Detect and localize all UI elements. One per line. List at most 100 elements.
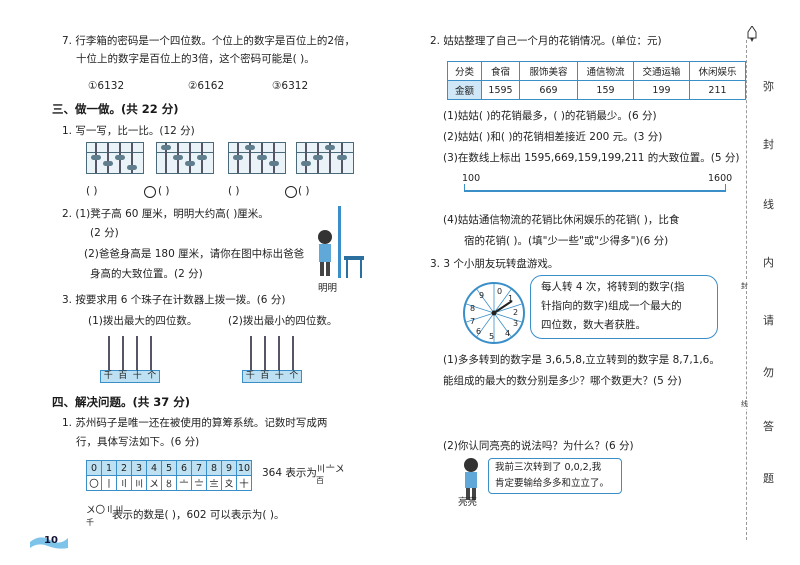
r-q3-p1b: 能组成的最大的数分别是多少？哪个数更大？(5 分): [443, 375, 682, 387]
compare-blank-3[interactable]: ( ): [228, 185, 240, 197]
r-q3-title: 3. 3 个小朋友玩转盘游戏。: [430, 258, 559, 270]
compare-blank-1[interactable]: ( ): [86, 185, 98, 197]
q7-option-c: ③6312: [272, 80, 309, 92]
liangliang-head: [464, 458, 478, 472]
q7-option-a: ①6132: [88, 80, 125, 92]
spinner-number: 1: [508, 294, 514, 303]
rule-line1: 每人转 4 次，将转到的数字(指: [541, 281, 685, 293]
table-cell: 669: [519, 80, 578, 100]
digit-cell: 3: [131, 460, 147, 476]
table-header: 分类: [447, 61, 482, 81]
side-char: 弥: [763, 80, 774, 93]
spinner-number: 7: [470, 317, 476, 326]
s4q1-line3[interactable]: 表示的数是( )，602 可以表示为( )。: [112, 509, 285, 521]
section-4-title: 四、解决问题。(共 37 分): [52, 395, 191, 409]
rule-line3: 四位数，数大者获胜。: [541, 319, 646, 331]
table-header: 休闲娱乐: [689, 61, 746, 81]
liangliang-body: [465, 472, 477, 488]
table-row-label: 金额: [447, 80, 482, 100]
s4q1-line2: 行，具体写法如下。(6 分): [76, 436, 200, 448]
r-q3-p1a: (1)多多转到的数字是 3,6,5,8,立立转到的数字是 8,7,1,6。: [443, 354, 720, 366]
rocket-icon: [746, 25, 758, 42]
r-q3-p2: (2)你认同亮亮的说法吗？为什么？(6 分): [443, 440, 634, 452]
code-cell: 〥: [161, 475, 177, 491]
speech-bubble: 我前三次转到了 0,0,2,我 肯定要输给多多和立立了。: [488, 458, 622, 494]
s3q3-part1: (1)拨出最大的四位数。: [88, 315, 198, 327]
counter-largest[interactable]: 千 百 十 个: [100, 336, 160, 386]
s3q1-title: 1. 写一写，比一比。(12 分): [62, 125, 195, 137]
r-q2-p4b[interactable]: 宿的花销( )。(填"少一些"或"少得多")(6 分): [464, 235, 669, 247]
digit-cell: 7: [191, 460, 207, 476]
code-cell: 〇: [86, 475, 102, 491]
number-line-tick-start: [464, 184, 465, 192]
counter-smallest[interactable]: 千 百 十 个: [242, 336, 302, 386]
code-cell: 〦: [176, 475, 192, 491]
table-cell: 199: [633, 80, 690, 100]
page-number-badge: 10: [28, 534, 70, 550]
rule-line2: 针指向的数字)组成一个最大的: [541, 300, 682, 312]
spinner-wheel: 0 1 2 3 4 5 6 7 8 9: [462, 281, 526, 345]
digit-cell: 1: [101, 460, 117, 476]
digit-cell: 5: [161, 460, 177, 476]
digit-cell: 6: [176, 460, 192, 476]
number-line[interactable]: [464, 190, 726, 192]
counter-label-thousands: 千: [245, 371, 255, 381]
table-header: 食宿: [481, 61, 520, 81]
side-small-char: 封: [741, 281, 748, 291]
digit-cell: 10: [236, 460, 252, 476]
suzhou-code-table: 0 1 2 3 4 5 6 7 8 9 10 〇 丨 〢 〣 〤 〥 〦 〧 〨…: [86, 460, 252, 491]
q7-line2: 十位上的数字是百位上的3倍，这个密码可能是( )。: [76, 53, 315, 65]
s3q2-line3: (2)爸爸身高是 180 厘米，请你在图中标出爸爸: [84, 248, 305, 260]
digit-cell: 2: [116, 460, 132, 476]
page-number: 10: [44, 535, 58, 546]
number-line-end-label: 1600: [708, 173, 733, 184]
r-q2-p1[interactable]: (1)姑姑( )的花销最多，( )的花销最少。(6 分): [443, 110, 657, 122]
digit-cell: 0: [86, 460, 102, 476]
speech-line2: 肯定要输给多多和立立了。: [495, 478, 610, 489]
s3q3-line1: 3. 按要求用 6 个珠子在计数器上拨一拨。(6 分): [62, 294, 286, 306]
r-q2-p2[interactable]: (2)姑姑( )和( )的花销相差接近 200 元。(3 分): [443, 131, 663, 143]
compare-circle-1[interactable]: [144, 186, 156, 198]
digit-cell: 8: [206, 460, 222, 476]
section-3-title: 三、做一做。(共 22 分): [52, 102, 179, 116]
abacus-image: [156, 142, 214, 174]
side-char: 线: [763, 198, 774, 211]
boy-caption: 明明: [318, 283, 338, 294]
counter-label-ones: 个: [289, 371, 299, 381]
digit-cell: 9: [221, 460, 237, 476]
spinner-number: 4: [505, 329, 511, 338]
counter-label-ones: 个: [147, 371, 157, 381]
spinner-number: 6: [476, 327, 482, 336]
table-header: 通信物流: [577, 61, 634, 81]
s3q2-line4: 身高的大致位置。(2 分): [90, 268, 203, 280]
side-char: 内: [763, 256, 774, 269]
number-line-start-label: 100: [462, 173, 481, 184]
q-code-unit: 千: [86, 518, 94, 527]
spinner-number: 3: [513, 319, 519, 328]
code-cell: 十: [236, 475, 252, 491]
digit-cell: 4: [146, 460, 162, 476]
rule-box: 每人转 4 次，将转到的数字(指 针指向的数字)组成一个最大的 四位数，数大者获…: [530, 275, 718, 339]
side-char: 请: [763, 314, 774, 327]
abacus-image: [296, 142, 354, 174]
boy-body: [319, 244, 331, 262]
boy-head: [318, 230, 332, 244]
r-q2-p4a[interactable]: (4)姑姑通信物流的花销比休闲娱乐的花销( )，比食: [443, 214, 680, 226]
example-364-unit: 百: [316, 476, 324, 485]
compare-circle-2[interactable]: [285, 186, 297, 198]
liangliang-caption: 亮亮: [458, 497, 478, 508]
counter-label-hundreds: 百: [260, 371, 270, 381]
height-ruler: [338, 206, 341, 278]
liangliang-illustration: [458, 458, 484, 504]
side-char: 答: [763, 420, 774, 433]
counter-label-tens: 十: [274, 371, 284, 381]
spinner-number: 8: [470, 304, 476, 313]
spinner-number: 2: [513, 308, 519, 317]
compare-blank-4[interactable]: ( ): [298, 185, 310, 197]
abacus-image: [86, 142, 144, 174]
example-364-code: 〣〦〤: [316, 464, 345, 475]
compare-blank-2[interactable]: ( ): [158, 185, 170, 197]
boy-stool-illustration: [314, 206, 370, 288]
code-cell: 〣: [131, 475, 147, 491]
abacus-group: [86, 142, 354, 182]
